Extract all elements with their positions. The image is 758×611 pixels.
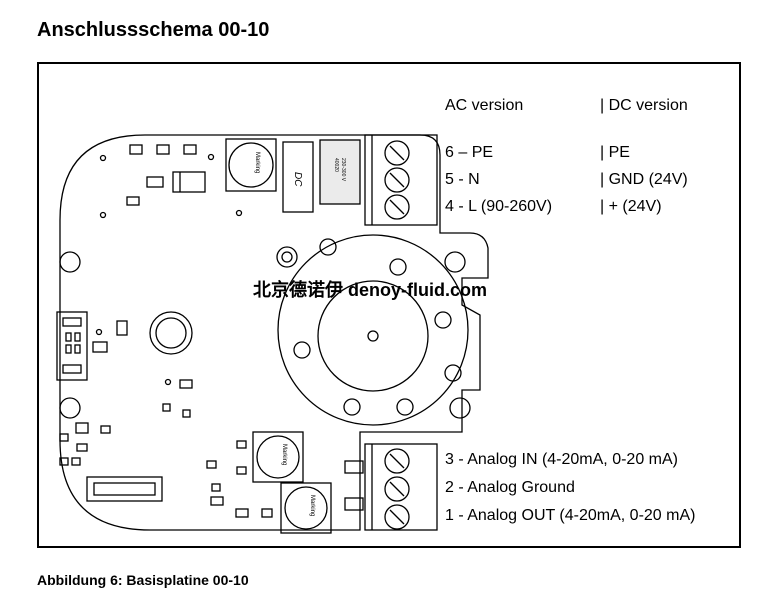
diode [344, 460, 364, 474]
connector-left [56, 311, 88, 381]
smd-part [211, 483, 221, 492]
inductor [225, 138, 277, 192]
via [235, 209, 243, 217]
terminal-5-ac: 5 - N [445, 171, 480, 188]
mount-hole [276, 246, 298, 268]
terminal-1-label: 1 - Analog OUT (4-20mA, 0-20 mA) [445, 507, 696, 524]
smd-part [162, 403, 171, 412]
via [164, 378, 172, 386]
smd-part [71, 457, 81, 466]
dc-converter [282, 141, 314, 213]
smd-part [183, 144, 197, 155]
via [99, 154, 107, 162]
smd-part [156, 144, 170, 155]
terminal-6-dc: | PE [600, 144, 630, 161]
dc-version-header: | DC version [600, 97, 688, 114]
transistor [75, 422, 89, 434]
transistor [179, 379, 193, 389]
inductor [252, 431, 304, 483]
terminal-3-label: 3 - Analog IN (4-20mA, 0-20 mA) [445, 451, 678, 468]
transistor [116, 320, 128, 336]
smd-part [235, 508, 249, 518]
rotor [317, 280, 429, 392]
smd-part [206, 460, 217, 469]
watermark: 北京德诺伊 denoy-fluid.com [253, 280, 487, 300]
page-title: Anschlussschema 00-10 [37, 19, 270, 41]
smd-part [100, 425, 111, 434]
board-outline [59, 134, 489, 531]
marking-label: Marking [309, 495, 315, 516]
marking-label: Marking [254, 152, 260, 173]
terminal-5-dc: | GND (24V) [600, 171, 688, 188]
smd-part [126, 196, 140, 206]
transistor [92, 341, 108, 353]
inductor [280, 482, 332, 534]
smd-part [236, 440, 247, 449]
via [95, 328, 103, 336]
relay [319, 139, 361, 205]
smd-part [210, 496, 224, 506]
via [99, 211, 107, 219]
terminal-6-ac: 6 – PE [445, 144, 494, 161]
smd-part [129, 144, 143, 155]
smd-part [76, 443, 88, 452]
smd-part [261, 508, 273, 518]
terminal-block-power [364, 134, 438, 226]
relay-label-bottom: 230-300 V [340, 158, 346, 182]
terminal-block-signal [364, 443, 438, 531]
figure-caption: Abbildung 6: Basisplatine 00-10 [37, 572, 249, 588]
mount-hole [444, 251, 466, 273]
diagram-frame [37, 62, 741, 548]
smd-part [59, 457, 69, 466]
smd-part [182, 409, 191, 418]
diode [344, 497, 364, 511]
smd-part [59, 433, 69, 442]
dc-label: DC [292, 172, 303, 187]
mount-hole [449, 397, 471, 419]
mount-hole [59, 251, 81, 273]
ac-version-header: AC version [445, 97, 524, 114]
ribbon-connector [86, 476, 163, 502]
terminal-2-label: 2 - Analog Ground [445, 479, 575, 496]
mount-hole [59, 397, 81, 419]
terminal-4-dc: | + (24V) [600, 198, 662, 215]
marking-label: Marking [281, 444, 287, 465]
terminal-4-ac: 4 - L (90-260V) [445, 198, 553, 215]
diode [172, 171, 206, 193]
relay-label-top: 40020 [333, 158, 339, 172]
smd-part [146, 176, 164, 188]
capacitor [149, 311, 193, 355]
smd-part [236, 466, 247, 475]
motor-housing [277, 234, 469, 426]
via [207, 153, 215, 161]
